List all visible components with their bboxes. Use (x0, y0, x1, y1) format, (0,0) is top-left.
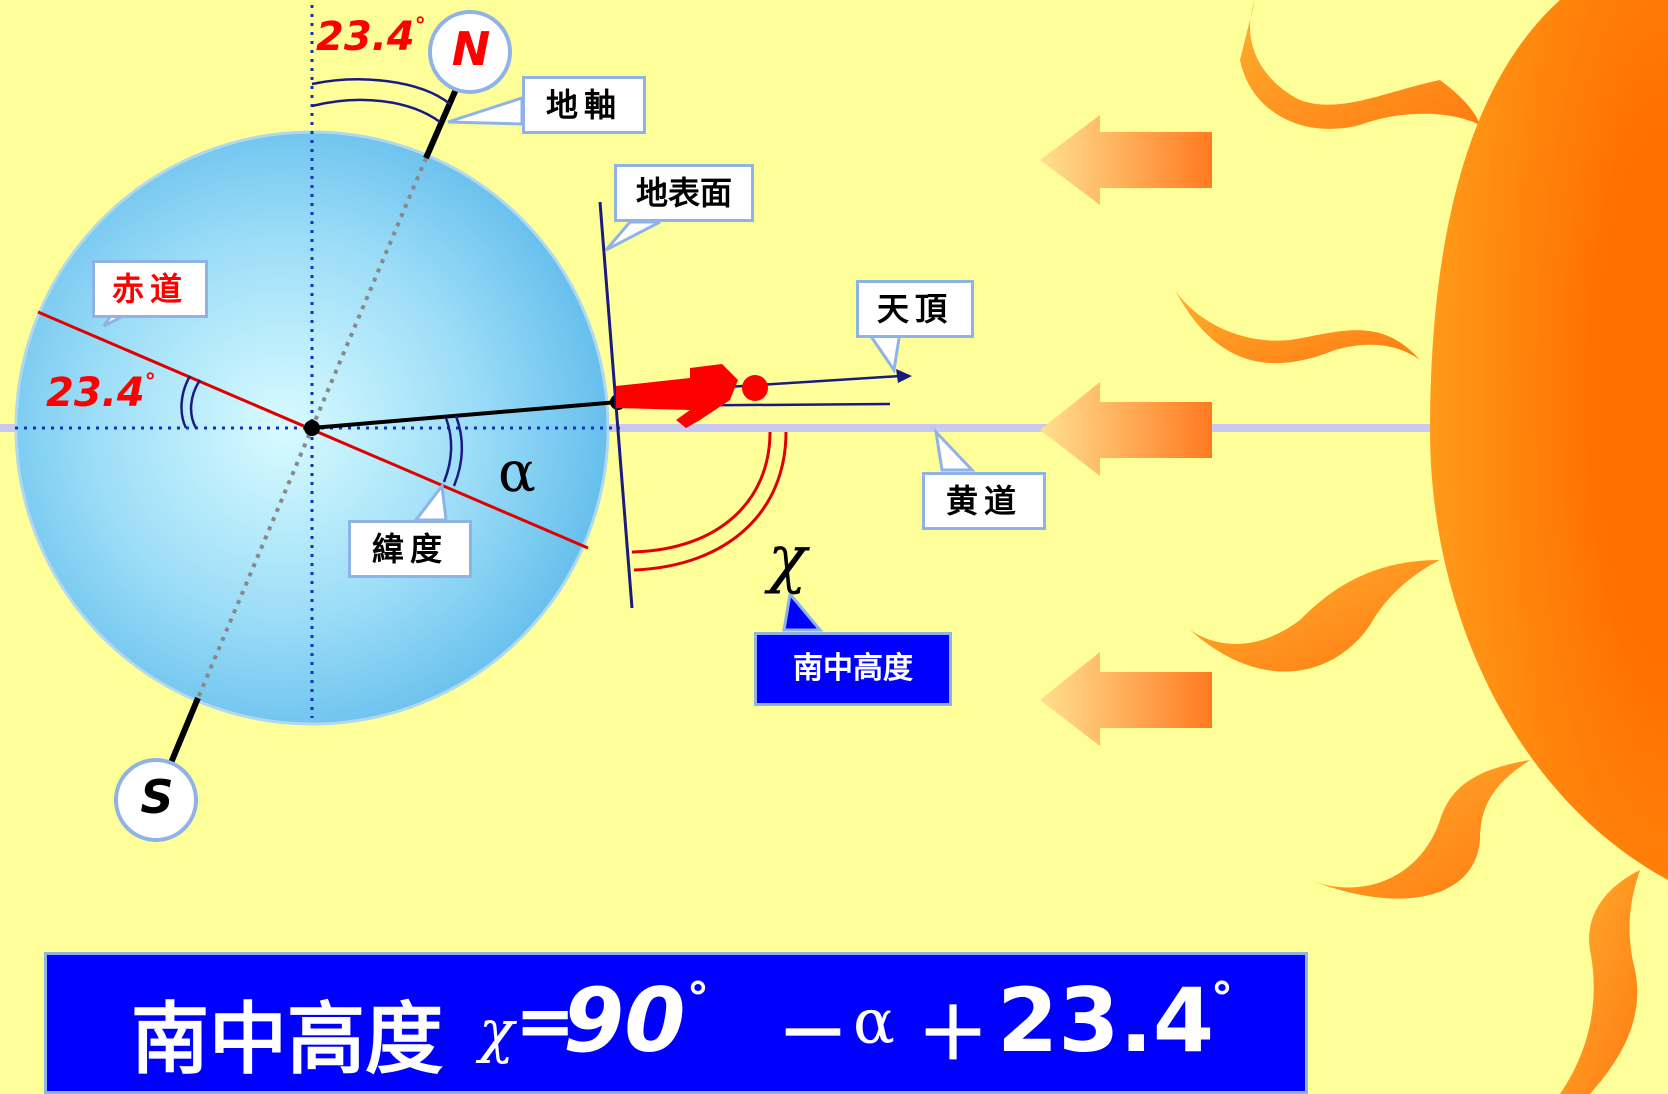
formula-tilt-degree: ° (1211, 973, 1233, 1024)
equator-tilt-arc-2 (180, 375, 192, 429)
south-marker (114, 758, 198, 842)
sun (1430, 0, 1668, 880)
earth-axis-south (165, 696, 201, 772)
formula-name: 南中高度 (131, 995, 444, 1085)
culmination-callout: 南中高度 (754, 632, 952, 706)
axis-tilt-arc (311, 78, 451, 105)
culmination-callout-pointer (782, 590, 824, 632)
sunlight-arrows (1040, 115, 1212, 746)
zenith-arrowhead (896, 369, 912, 383)
axis-callout: 地軸 (522, 76, 646, 134)
surface-callout-pointer (604, 220, 661, 252)
latitude-arc (442, 417, 453, 483)
zenith-callout: 天頂 (856, 280, 974, 338)
earth-center-dot (304, 420, 320, 436)
tilt-left-value: 23.4 (46, 370, 145, 416)
observer-person (616, 364, 768, 428)
earth-axis-north (423, 78, 463, 160)
latitude-callout: 緯度 (348, 520, 472, 578)
south-label: S (140, 770, 174, 824)
north-label: N (451, 22, 491, 76)
latitude-arc-2 (452, 415, 464, 487)
equator-callout: 赤道 (92, 260, 208, 318)
surface-callout: 地表面 (614, 164, 754, 222)
latitude-line (311, 400, 619, 430)
ecliptic-callout: 黄道 (922, 472, 1046, 530)
tilt-left-degree: ° (144, 370, 156, 395)
formula-alpha: α (853, 985, 895, 1058)
tilt-top-degree: ° (414, 14, 426, 39)
formula-box: 南中高度 χ = 90 ° － α ＋ 23.4 ° (44, 952, 1308, 1094)
alpha-symbol: α (498, 440, 536, 505)
culmination-arc (631, 431, 772, 554)
formula-chi: χ (479, 997, 515, 1065)
formula-degree: ° (687, 973, 709, 1024)
ecliptic-callout-pointer (933, 427, 976, 472)
tilt-top-label: 23.4° (316, 14, 426, 60)
formula-tilt: 23.4 (997, 969, 1215, 1072)
culmination-arc-2 (633, 431, 788, 572)
formula-plus: ＋ (917, 992, 990, 1076)
tilt-left-label: 23.4° (46, 370, 156, 416)
formula-equals: = (515, 979, 576, 1063)
formula-ninety: 90 (563, 969, 686, 1072)
equator-tilt-arc (189, 379, 202, 429)
sun-flames (1175, 0, 1640, 1094)
north-marker (428, 10, 512, 94)
formula-minus: － (777, 992, 850, 1076)
tilt-top-value: 23.4 (316, 14, 415, 60)
axis-tilt-arc-2 (311, 98, 441, 124)
chi-symbol: χ (768, 522, 807, 596)
axis-callout-pointer (447, 95, 524, 126)
